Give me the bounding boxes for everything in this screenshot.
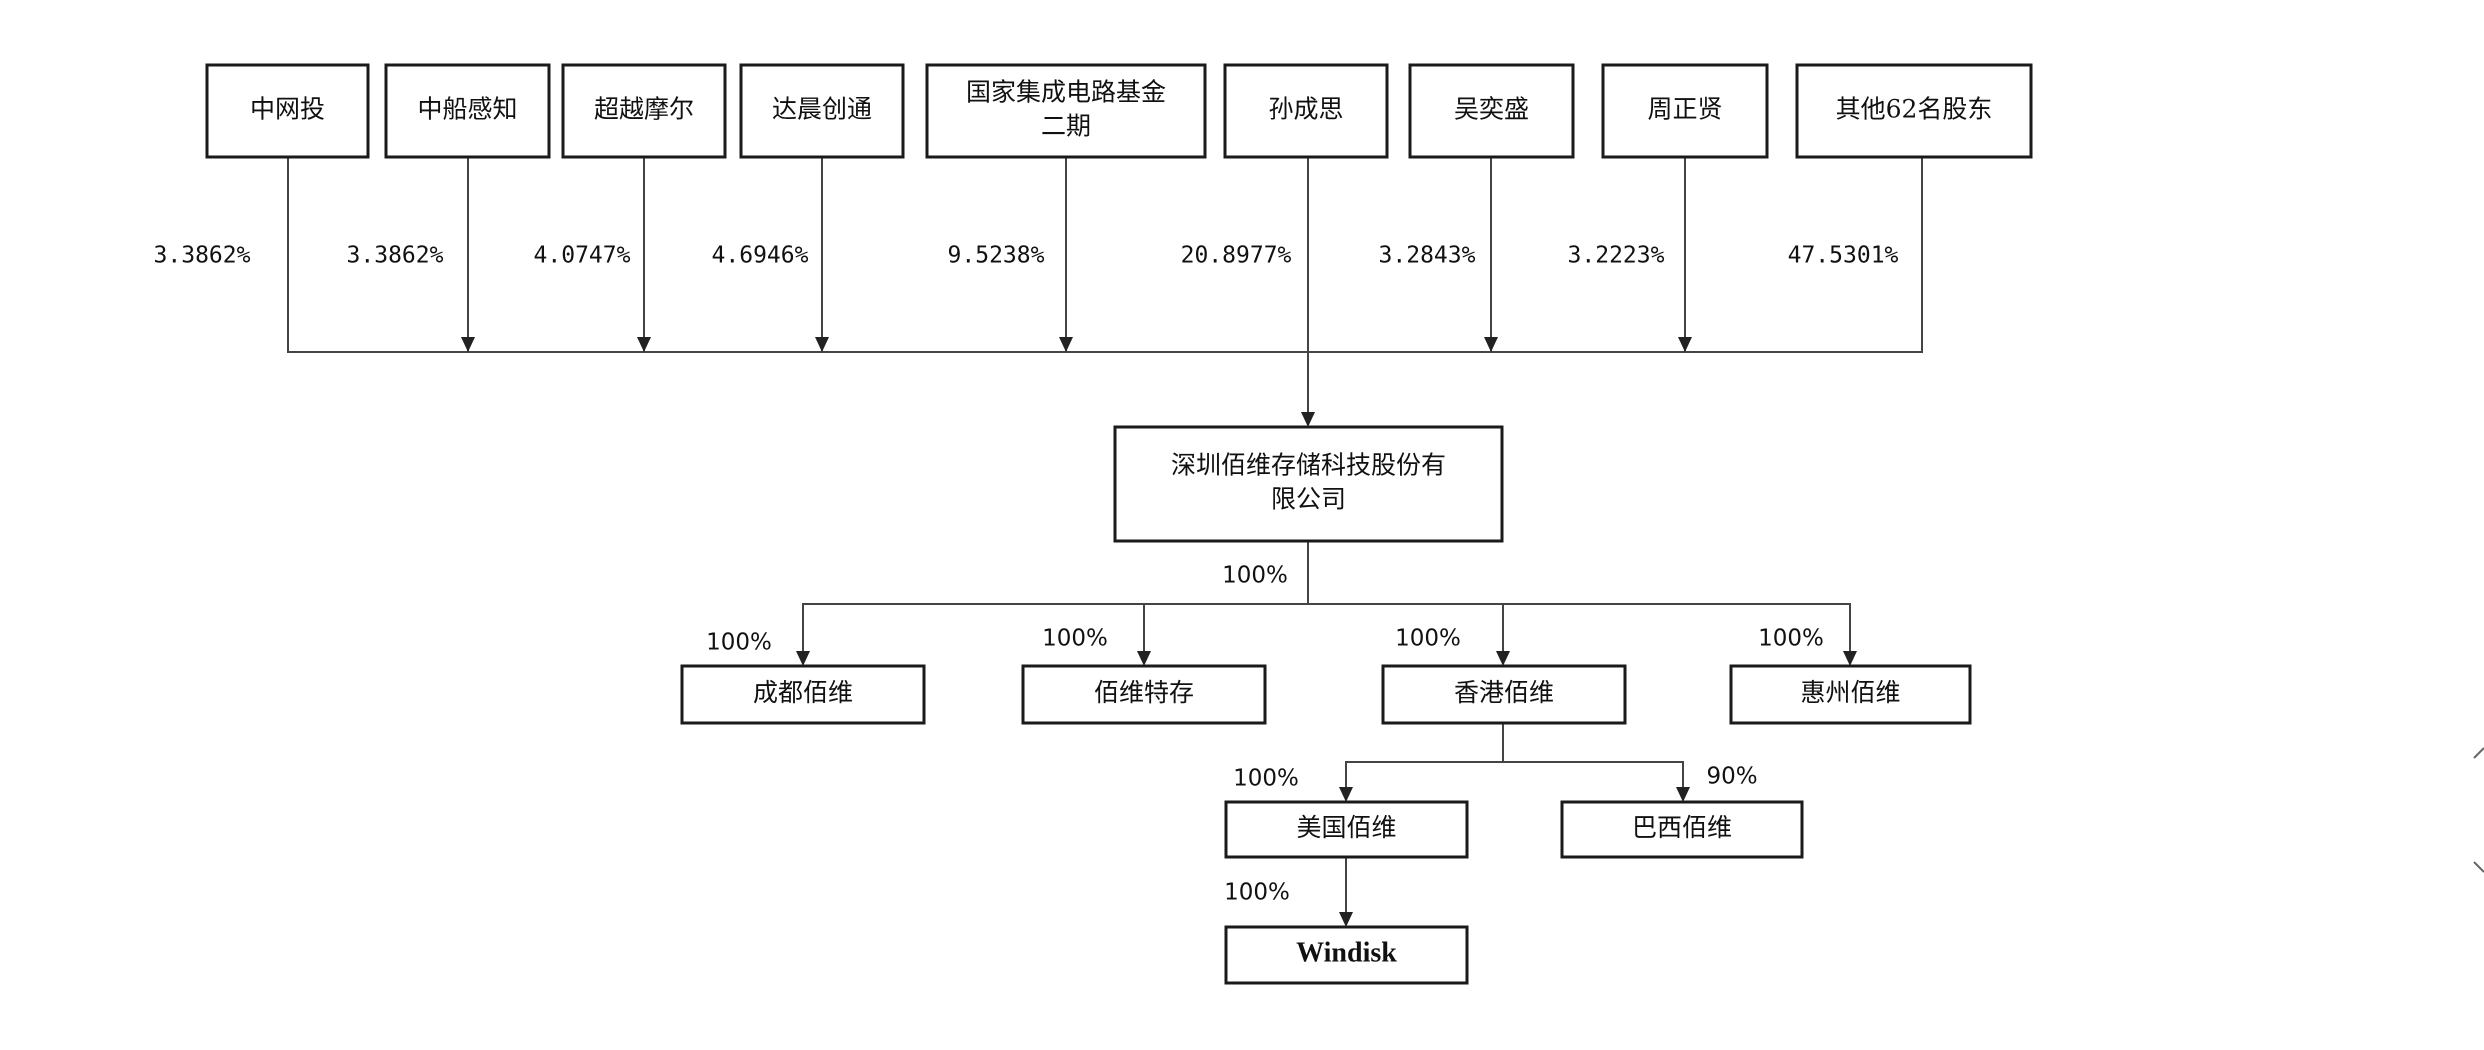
arrowhead bbox=[1339, 787, 1353, 802]
shareholder-node-label: 达晨创通 bbox=[772, 95, 872, 124]
subsidiary-node-frame bbox=[1381, 664, 1627, 725]
arrowhead bbox=[1676, 787, 1690, 802]
shareholding-percent: 20.8977% bbox=[1181, 243, 1292, 269]
right-edge-marks bbox=[2473, 747, 2484, 873]
subsidiary-percent: 100% bbox=[1758, 626, 1824, 652]
shareholder-node: 孙成思 bbox=[1223, 63, 1389, 159]
arrowhead bbox=[1843, 651, 1857, 666]
arrowhead bbox=[1059, 337, 1073, 352]
shareholder-node: 中船感知 bbox=[384, 63, 551, 159]
shareholder-node-label: 孙成思 bbox=[1268, 95, 1343, 124]
subsidiary-node: 惠州佰维 bbox=[1729, 664, 1972, 725]
shareholding-percent: 3.2223% bbox=[1568, 243, 1665, 269]
subsidiary-node-frame bbox=[1729, 664, 1972, 725]
shareholder-node-frame bbox=[384, 63, 551, 159]
hk-subsidiary-node: 美国佰维 bbox=[1224, 800, 1469, 859]
company-node-frame bbox=[1113, 425, 1504, 543]
subsidiary-node-frame bbox=[1021, 664, 1267, 725]
hk-bus-line bbox=[1345, 761, 1684, 800]
shareholder-node-label: 中船感知 bbox=[417, 95, 517, 124]
subsidiary-node-label: 佰维特存 bbox=[1094, 678, 1194, 707]
hk-subsidiary-node-frame bbox=[1560, 800, 1804, 859]
shareholder-node-frame bbox=[1223, 63, 1389, 159]
company-node-label: 深圳佰维存储科技股份有 bbox=[1171, 451, 1446, 480]
arrowhead bbox=[796, 651, 810, 666]
shareholder-node-frame bbox=[1795, 63, 2033, 159]
arrowhead bbox=[1339, 912, 1353, 927]
shareholder-node-frame bbox=[1408, 63, 1575, 159]
shareholder-node-frame bbox=[1601, 63, 1769, 159]
subsidiary-node-label: 惠州佰维 bbox=[1800, 678, 1900, 707]
shareholder-node-frame bbox=[205, 63, 370, 159]
hk-subsidiary-percent: 90% bbox=[1706, 764, 1757, 790]
shareholding-percent: 47.5301% bbox=[1788, 243, 1899, 269]
connector-lines bbox=[287, 157, 1923, 927]
subsidiary-node: 香港佰维 bbox=[1381, 664, 1627, 725]
arrowhead bbox=[1484, 337, 1498, 352]
shareholder-node: 其他62名股东 bbox=[1795, 63, 2033, 159]
subsidiary-bus-line bbox=[802, 603, 1851, 664]
shareholder-node: 吴奕盛 bbox=[1408, 63, 1575, 159]
shareholder-node-frame bbox=[739, 63, 905, 159]
shareholding-percent: 4.6946% bbox=[712, 243, 809, 269]
shareholder-node: 中网投 bbox=[205, 63, 370, 159]
arrowhead bbox=[461, 337, 475, 352]
arrowhead bbox=[1496, 651, 1510, 666]
shareholding-percent: 4.0747% bbox=[534, 243, 631, 269]
subsidiary-node-label: 成都佰维 bbox=[753, 678, 853, 707]
shareholder-node: 周正贤 bbox=[1601, 63, 1769, 159]
company-node-label: 限公司 bbox=[1271, 485, 1346, 514]
shareholding-percent: 3.2843% bbox=[1379, 243, 1476, 269]
windisk-percent: 100% bbox=[1224, 880, 1290, 906]
subsidiary-node-frame bbox=[680, 664, 926, 725]
windisk-node-frame bbox=[1224, 925, 1469, 985]
shareholder-node-label: 其他62名股东 bbox=[1836, 95, 1993, 124]
shareholder-node-label: 二期 bbox=[1041, 112, 1091, 141]
windisk-node: Windisk bbox=[1224, 925, 1469, 985]
hk-subsidiary-node-label: 美国佰维 bbox=[1296, 813, 1396, 842]
subsidiary-node: 佰维特存 bbox=[1021, 664, 1267, 725]
subsidiary-node: 成都佰维 bbox=[680, 664, 926, 725]
shareholder-node-label: 周正贤 bbox=[1647, 95, 1722, 124]
windisk-node-label: Windisk bbox=[1296, 937, 1397, 968]
shareholder-node-frame bbox=[925, 63, 1207, 159]
shareholder-bus-line bbox=[287, 157, 1923, 353]
hk-subsidiary-node-frame bbox=[1224, 800, 1469, 859]
shareholder-node-label: 中网投 bbox=[250, 95, 325, 124]
shareholder-node-label: 国家集成电路基金 bbox=[966, 78, 1166, 107]
shareholding-percent: 3.3862% bbox=[154, 243, 251, 269]
arrowhead bbox=[637, 337, 651, 352]
arrowhead bbox=[1137, 651, 1151, 666]
shareholding-percent: 9.5238% bbox=[948, 243, 1045, 269]
hk-subsidiary-node: 巴西佰维 bbox=[1560, 800, 1804, 859]
shareholder-node: 达晨创通 bbox=[739, 63, 905, 159]
hk-subsidiary-percent: 100% bbox=[1233, 766, 1299, 792]
percentage-labels: 3.3862% 3.3862% 4.0747% 4.6946% 9.5238% 20.89… bbox=[154, 243, 1899, 906]
shareholder-node-frame bbox=[561, 63, 727, 159]
shareholding-percent: 3.3862% bbox=[347, 243, 444, 269]
subsidiary-percent: 100% bbox=[1042, 626, 1108, 652]
shareholder-node-label: 吴奕盛 bbox=[1454, 95, 1529, 124]
shareholder-node-label: 超越摩尔 bbox=[594, 95, 694, 124]
subsidiary-percent: 100% bbox=[1395, 626, 1461, 652]
subsidiary-percent: 100% bbox=[706, 630, 772, 656]
arrowhead bbox=[1301, 412, 1315, 427]
arrowhead bbox=[1678, 337, 1692, 352]
hk-subsidiary-node-label: 巴西佰维 bbox=[1632, 813, 1732, 842]
company-percent: 100% bbox=[1222, 563, 1288, 589]
arrowhead bbox=[815, 337, 829, 352]
subsidiary-node-label: 香港佰维 bbox=[1454, 678, 1554, 707]
shareholder-node: 超越摩尔 bbox=[561, 63, 727, 159]
